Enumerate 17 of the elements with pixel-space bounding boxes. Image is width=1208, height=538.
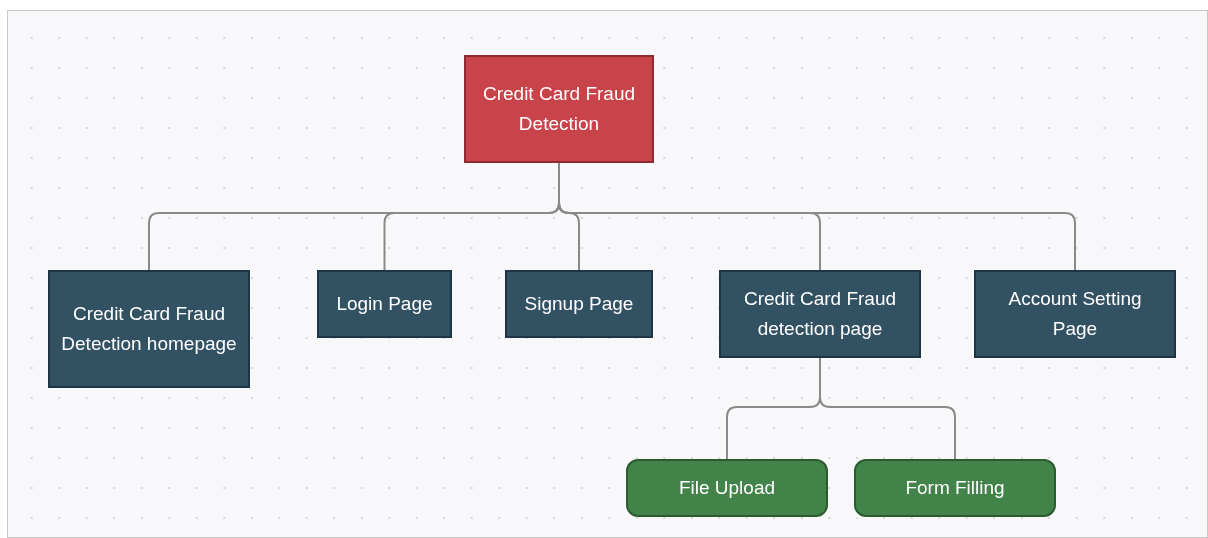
node-label: File Upload	[678, 476, 776, 500]
process-box	[626, 459, 828, 517]
connector-line	[819, 357, 956, 460]
node-label: Form Filling	[905, 476, 1005, 500]
process-box	[48, 270, 250, 388]
process-box	[854, 459, 1056, 517]
node-label: Credit Card Fraud detection page	[742, 287, 898, 341]
node-label: Signup Page	[524, 292, 634, 316]
process-box	[974, 270, 1176, 358]
process-box	[505, 270, 653, 338]
process-box	[719, 270, 921, 358]
node-label: Account Setting Page	[1007, 287, 1143, 341]
node-label: Credit Card Fraud Detection homepage	[60, 302, 238, 356]
process-box	[317, 270, 452, 338]
process-box	[464, 55, 654, 163]
node-label: Login Page	[336, 292, 433, 316]
node-label: Credit Card Fraud Detection	[481, 82, 637, 136]
